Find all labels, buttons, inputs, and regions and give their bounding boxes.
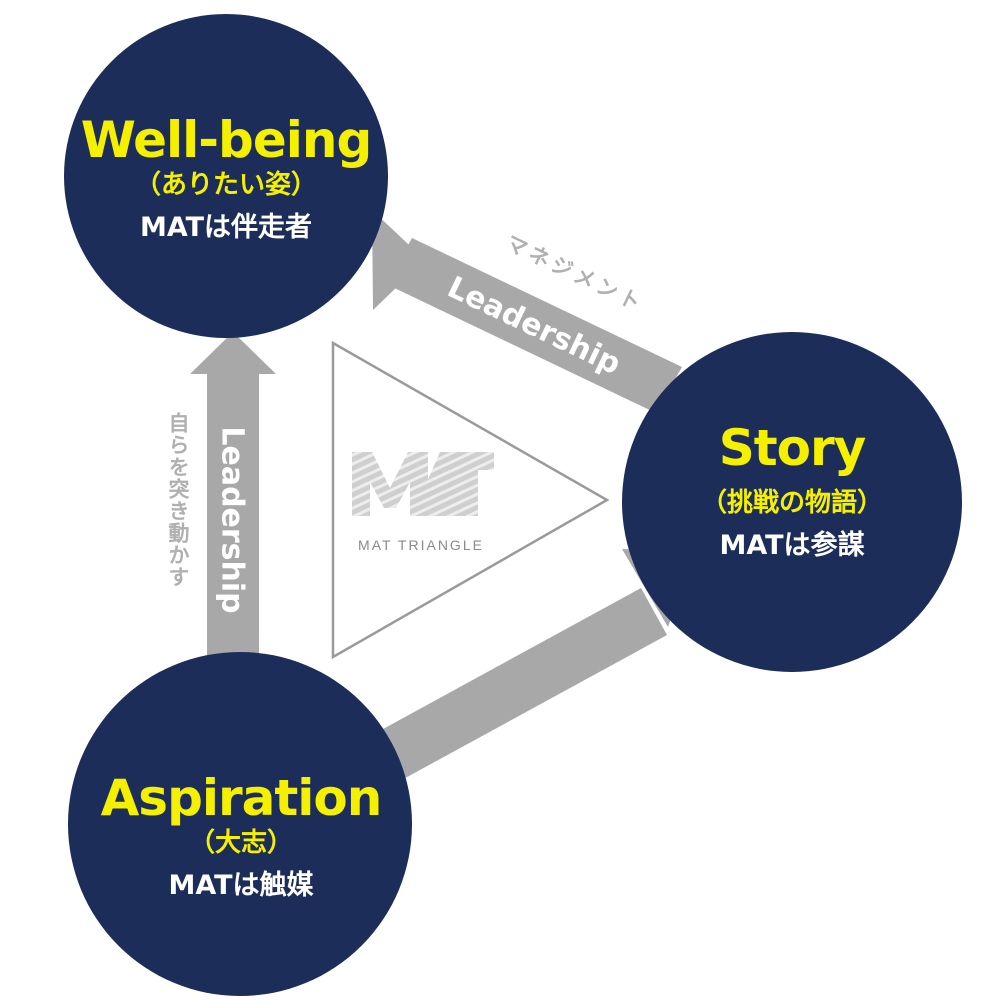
node-story: Story （挑戦の物語） MATは参謀	[642, 420, 942, 564]
node-aspiration-subtitle: （大志）	[188, 828, 293, 858]
vertical-arrow-label: Leadership	[215, 426, 250, 613]
vertical-side-label: 自らを突き動かす	[166, 411, 190, 588]
node-wellbeing: Well-being （ありたい姿） MATは伴走者	[76, 112, 376, 246]
node-story-role: MATは参謀	[719, 530, 865, 561]
mat-logo-icon	[352, 452, 494, 516]
arrow-aspiration-to-wellbeing	[190, 332, 276, 672]
circle-story	[622, 332, 962, 672]
node-wellbeing-subtitle: （ありたい姿）	[134, 170, 317, 200]
center-name: MAT TRIANGLE	[358, 537, 484, 553]
node-aspiration-title: Aspiration	[100, 769, 383, 827]
node-wellbeing-title: Well-being	[80, 111, 373, 169]
node-wellbeing-role: MATは伴走者	[139, 212, 313, 243]
circle-wellbeing	[64, 14, 388, 338]
center-triangle	[331, 340, 610, 660]
node-aspiration-role: MATは触媒	[168, 870, 314, 901]
arrow-story-to-wellbeing	[372, 210, 682, 413]
node-story-title: Story	[718, 419, 867, 477]
node-story-subtitle: （挑戦の物語）	[700, 488, 883, 518]
node-aspiration: Aspiration （大志） MATは触媒	[86, 770, 396, 904]
circle-aspiration	[68, 652, 412, 996]
